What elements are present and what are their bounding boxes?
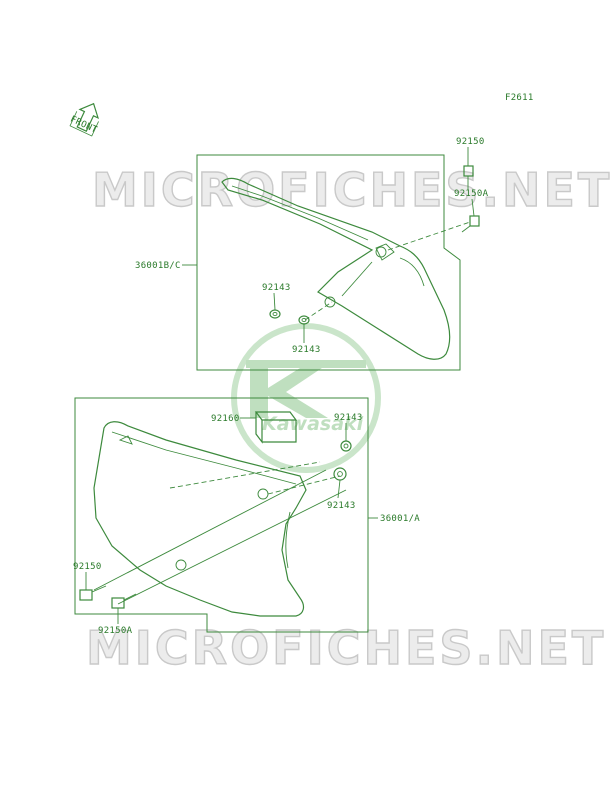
watermark-top: MICROFICHES.NET MICROFICHES.NET: [91, 162, 611, 217]
label-36001BC: 36001B/C: [135, 261, 181, 271]
washer-92143-b-icon: [298, 315, 310, 325]
figure-code: F2611: [505, 93, 534, 103]
upper-dash-line-2: [304, 301, 333, 321]
lower-callout-box: [74, 397, 369, 633]
label-92150A-top: 92150A: [454, 189, 489, 199]
logo-k-shape: [250, 368, 328, 418]
watermark-text-top: MICROFICHES.NET: [92, 163, 611, 217]
watermark-bottom: MICROFICHES.NET MICROFICHES.NET: [85, 620, 606, 675]
washer-92143-d-icon: [333, 467, 347, 481]
watermark-text-bottom: MICROFICHES.NET: [86, 621, 606, 675]
label-92143-b: 92143: [292, 345, 321, 355]
logo-text: Kawasaki: [262, 413, 364, 435]
front-arrow-icon: [69, 102, 99, 137]
lower-dash-line-1: [169, 461, 321, 489]
bolt-92150-bottom-icon: [79, 585, 107, 601]
lower-guide-line-1: [93, 469, 327, 591]
label-92143-c: 92143: [334, 413, 363, 423]
label-92143-d: 92143: [327, 501, 356, 511]
label-36001A: 36001/A: [380, 514, 420, 524]
label-92150-bottom: 92150: [73, 562, 102, 572]
upper-dash-line-1: [387, 221, 471, 251]
bolt-92150A-bottom-icon: [111, 593, 137, 609]
lower-side-cover: [93, 421, 307, 617]
watermark-outline-top: MICROFICHES.NET: [92, 163, 611, 217]
bolt-92150-top-icon: [463, 165, 474, 190]
lower-guide-line-2: [117, 489, 347, 605]
pad-92160-icon: [254, 411, 298, 444]
label-92150A-bottom: 92150A: [98, 626, 133, 636]
label-92150-top: 92150: [456, 137, 485, 147]
label-92160: 92160: [211, 414, 240, 424]
washer-92143-a-icon: [269, 309, 281, 319]
upper-side-cover: [221, 177, 451, 360]
lower-dash-line-2: [267, 475, 341, 495]
bolt-92150A-top-icon: [461, 215, 480, 233]
label-92143-a: 92143: [262, 283, 291, 293]
washer-92143-c-icon: [340, 440, 352, 452]
upper-callout-box: [196, 154, 461, 371]
watermark-outline-bottom: MICROFICHES.NET: [86, 621, 606, 675]
